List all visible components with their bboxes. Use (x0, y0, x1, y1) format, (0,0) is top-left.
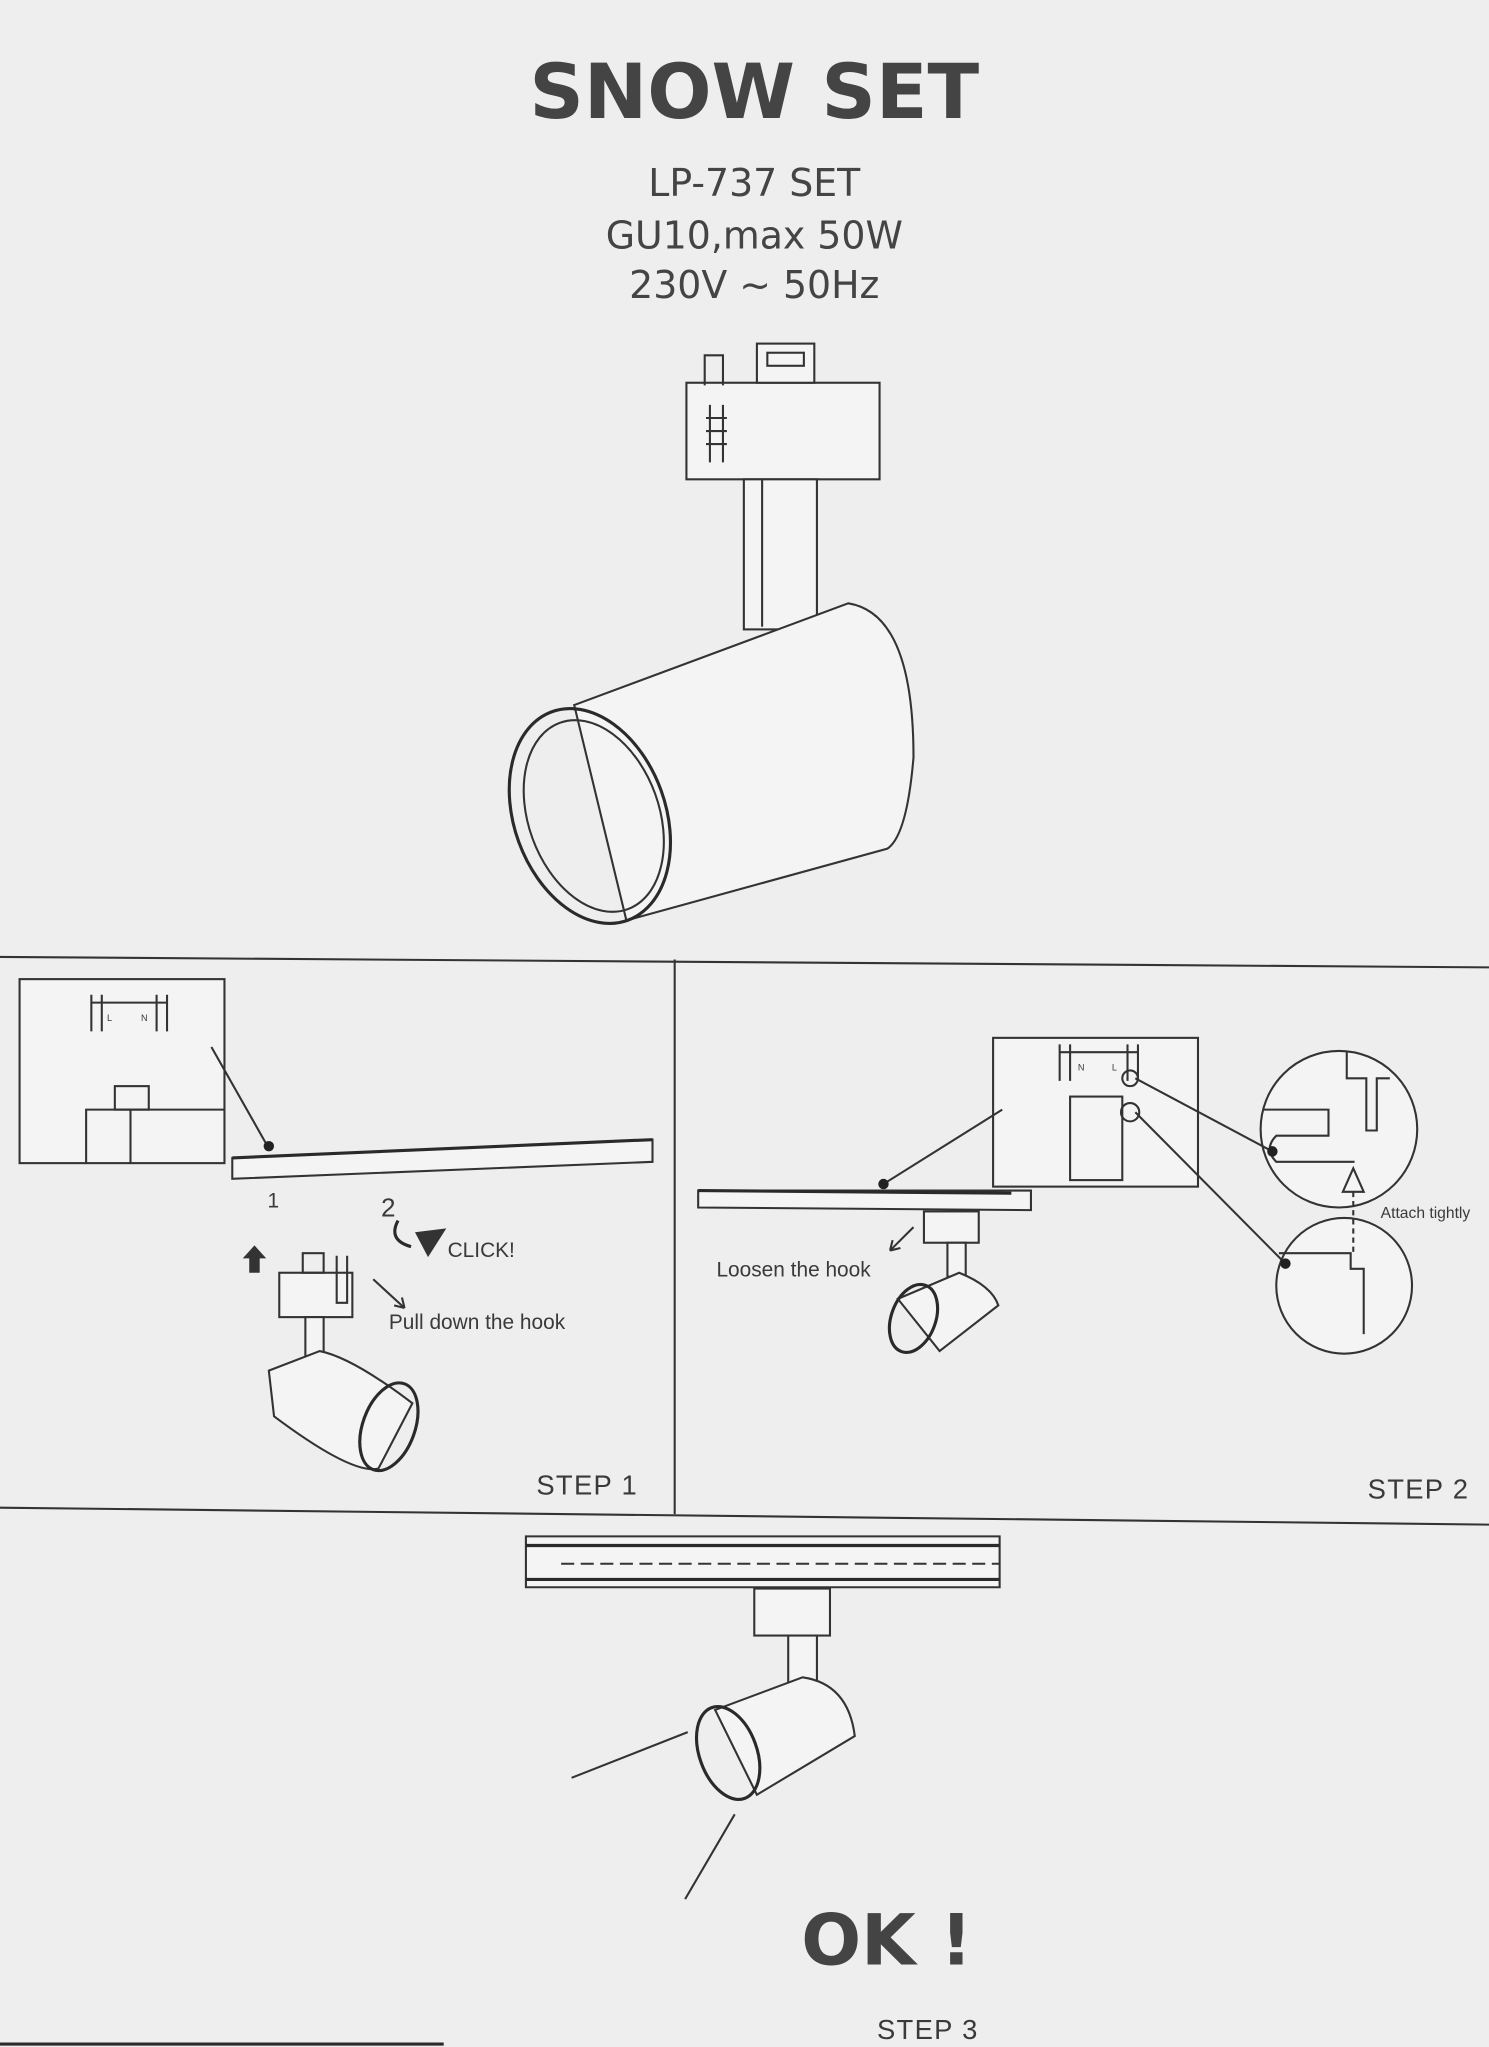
ok-label: OK ! (801, 1899, 972, 1981)
rotate-arrow-icon (393, 1219, 412, 1249)
divider (0, 1506, 1489, 1526)
pull-hook-label: Pull down the hook (389, 1311, 566, 1334)
step-1-label: STEP 1 (536, 1470, 638, 1501)
pull-arrow-icon (372, 1278, 406, 1310)
loosen-arrow-icon (888, 1226, 915, 1252)
click-label: CLICK! (448, 1239, 515, 1262)
up-arrow-icon (242, 1245, 267, 1273)
track-light-illustration (507, 342, 915, 925)
inset-live-label: L (1112, 1062, 1117, 1072)
step-number-2: 2 (381, 1193, 396, 1223)
model-number: LP-737 SET (648, 161, 861, 205)
lamp-spec: GU10,max 50W (606, 213, 903, 257)
step-2-panel: N L Loosen the hook Attach tightly STEP … (697, 1036, 1471, 1505)
divider (0, 955, 1489, 969)
step-2-label: STEP 2 (1368, 1474, 1470, 1505)
product-title: SNOW SET (529, 48, 979, 136)
step-3-panel: OK ! STEP 3 (524, 1535, 1001, 2045)
inset-neutral-label: N (141, 1013, 148, 1023)
inset-live-label: L (107, 1013, 112, 1023)
step-number-1: 1 (268, 1190, 280, 1213)
step-1-panel: L N 1 2 CLICK! Pull down the hook STEP 1 (18, 978, 654, 1501)
inset-neutral-label: N (1078, 1062, 1085, 1072)
attach-tightly-label: Attach tightly (1381, 1205, 1471, 1222)
step-3-label: STEP 3 (877, 2014, 979, 2045)
power-spec: 230V ~ 50Hz (629, 263, 879, 307)
click-arrow-icon (414, 1228, 447, 1258)
loosen-hook-label: Loosen the hook (716, 1259, 871, 1282)
